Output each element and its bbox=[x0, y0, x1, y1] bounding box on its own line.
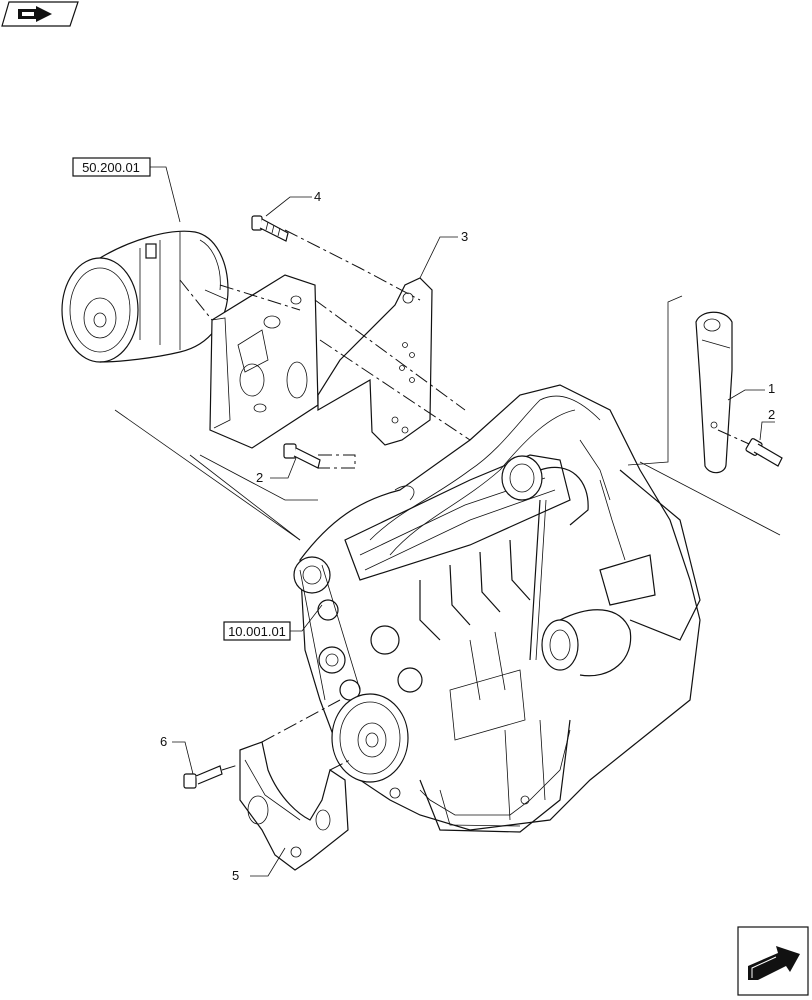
bolt-4 bbox=[251, 215, 289, 242]
callout-label-4: 4 bbox=[314, 189, 321, 204]
lower-bracket-5 bbox=[239, 741, 349, 871]
callout-3: 3 bbox=[419, 229, 468, 279]
callout-4: 4 bbox=[265, 189, 321, 217]
callout-2-left: 2 bbox=[256, 457, 297, 485]
assembly-lines-bottom bbox=[261, 699, 351, 771]
callout-label-2b: 2 bbox=[768, 407, 775, 422]
bolt-6 bbox=[183, 764, 239, 789]
callout-6: 6 bbox=[160, 734, 194, 775]
assembly-lines-top bbox=[179, 229, 471, 469]
next-page-arrow-icon[interactable] bbox=[737, 926, 809, 996]
bracket-plate-3 bbox=[317, 277, 433, 446]
bracket-1 bbox=[695, 311, 733, 474]
reference-box-compressor[interactable]: 50.200.01 bbox=[72, 157, 181, 223]
callout-label-2a: 2 bbox=[256, 470, 263, 485]
reference-box-engine[interactable]: 10.001.01 bbox=[223, 604, 323, 641]
engine-assembly bbox=[293, 384, 701, 833]
reference-label-compressor: 50.200.01 bbox=[82, 160, 140, 175]
book-arrow-icon[interactable] bbox=[1, 1, 79, 27]
callout-2-right: 2 bbox=[759, 407, 775, 441]
callout-label-3: 3 bbox=[461, 229, 468, 244]
bolt-2-right bbox=[717, 429, 783, 467]
callout-1: 1 bbox=[727, 381, 775, 401]
callout-label-6: 6 bbox=[160, 734, 167, 749]
right-bracket-frame-lines bbox=[627, 295, 781, 536]
callout-5: 5 bbox=[232, 847, 286, 883]
ac-compressor bbox=[61, 230, 229, 363]
reference-label-engine: 10.001.01 bbox=[228, 624, 286, 639]
leader-lines-left bbox=[114, 409, 318, 541]
callout-label-1: 1 bbox=[768, 381, 775, 396]
compressor-mount-bracket bbox=[209, 274, 319, 449]
bolt-2-left bbox=[283, 443, 321, 469]
callout-label-5: 5 bbox=[232, 868, 239, 883]
